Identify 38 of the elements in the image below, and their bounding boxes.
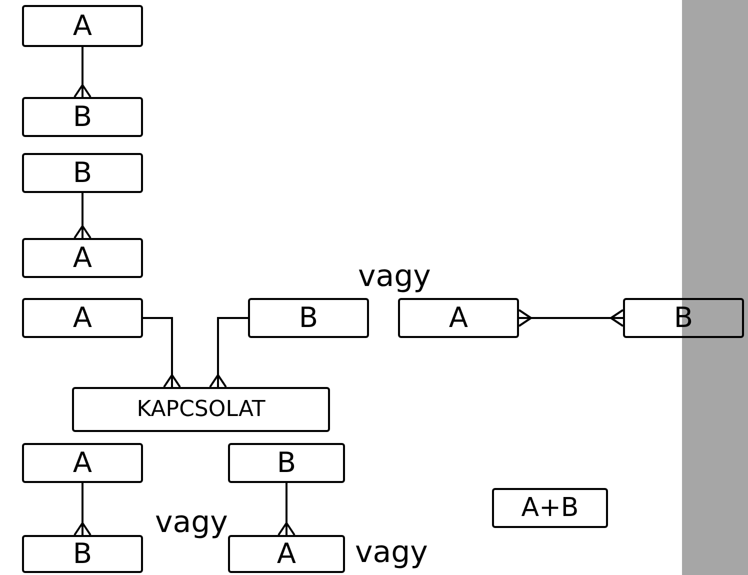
relationship-line	[74, 483, 92, 536]
entity-name: B	[298, 304, 318, 332]
entity-name: KAPCSOLAT	[136, 398, 266, 420]
entity-name: A	[72, 12, 92, 40]
entity-box	[398, 298, 519, 338]
entity-box	[22, 97, 143, 137]
entity-box	[22, 153, 143, 193]
entity-name: A	[448, 304, 468, 332]
relationship-line	[74, 193, 92, 239]
entity-box	[228, 443, 345, 483]
relationship-line	[143, 317, 181, 388]
entity-box	[22, 238, 143, 278]
entity-name: B	[674, 304, 694, 332]
entity-name: A	[72, 304, 92, 332]
entity-name: B	[276, 449, 296, 477]
relationship-line	[518, 309, 624, 327]
relationship-line	[278, 483, 296, 536]
entity-name: A	[72, 244, 92, 272]
entity-box	[228, 535, 345, 573]
entity-name: B	[72, 103, 92, 131]
entity-box	[22, 443, 143, 483]
entity-box	[22, 5, 143, 47]
alternative-label: vagy	[358, 262, 431, 292]
entity-name: A+B	[521, 495, 579, 521]
relationship-line	[74, 47, 92, 98]
entity-box	[22, 298, 143, 338]
entity-box	[72, 387, 330, 432]
alternative-label: vagy	[155, 508, 228, 538]
entity-name: A	[72, 449, 92, 477]
entity-box	[248, 298, 369, 338]
entity-box	[22, 535, 143, 573]
entity-box	[623, 298, 744, 338]
entity-name: B	[72, 540, 92, 568]
entity-name: A	[276, 540, 296, 568]
alternative-label: vagy	[355, 538, 428, 568]
relationship-line	[209, 317, 248, 388]
entity-box	[492, 488, 608, 528]
entity-name: B	[72, 159, 92, 187]
